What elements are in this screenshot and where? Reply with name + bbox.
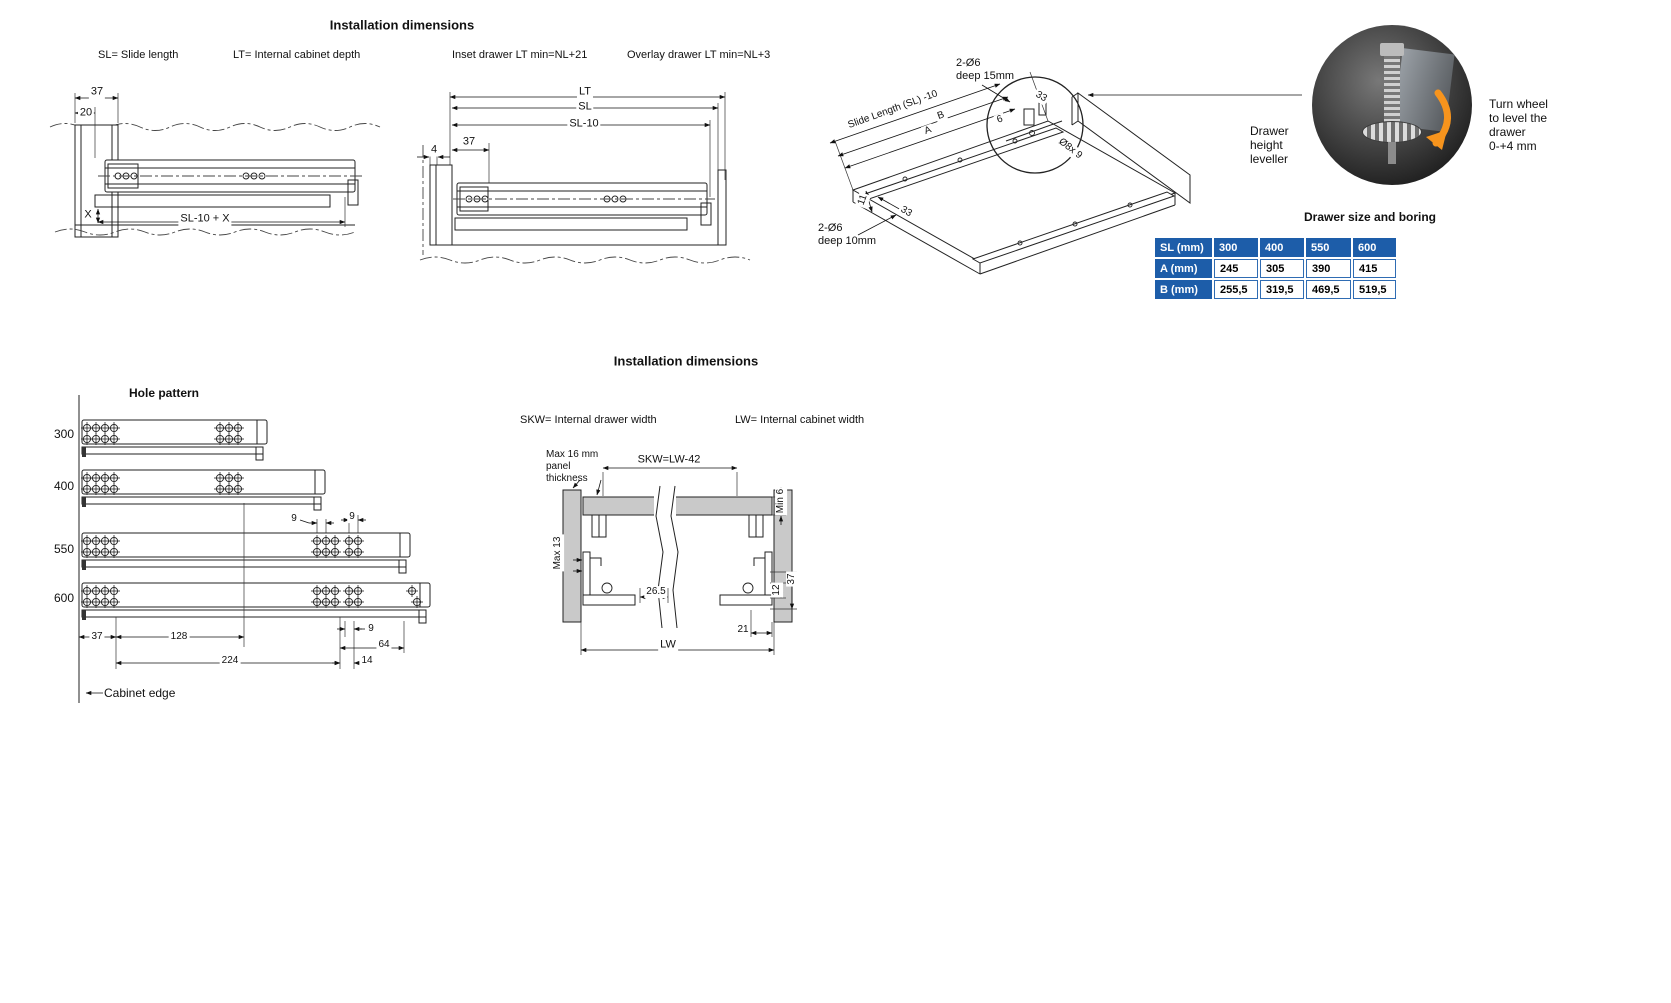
table-cell: 600 — [1353, 238, 1396, 257]
cross-section-drawing — [562, 465, 797, 655]
legend-slide-length: SL= Slide length — [98, 49, 179, 61]
hp-dim-128-label: 128 — [168, 631, 190, 643]
table-cell: 550 — [1306, 238, 1351, 257]
table-cell: 415 — [1353, 259, 1396, 278]
bottom-title: Installation dimensions — [613, 353, 759, 369]
hp-dim-9a-label: 9 — [289, 513, 299, 525]
cabinet-edge-label: Cabinet edge — [104, 686, 176, 700]
hp-dim-14-label: 14 — [359, 655, 375, 667]
leveller-photo — [1312, 25, 1472, 185]
cs-lw-label: LW — [658, 638, 678, 652]
overlay-drawer-drawing — [49, 93, 381, 238]
screw-head — [1380, 43, 1404, 56]
table-row-label: SL (mm) — [1155, 238, 1212, 257]
dim-4-label: 4 — [428, 143, 440, 157]
orange-turn-arrow-icon — [1426, 89, 1451, 150]
leveller-caption: Drawer height leveller — [1250, 124, 1289, 167]
legend-skw: SKW= Internal drawer width — [520, 414, 657, 426]
dim-37-label: 37 — [88, 85, 106, 99]
hp-dim-64-label: 64 — [376, 639, 392, 651]
table-cell: 469,5 — [1306, 280, 1351, 299]
iso-drawer-drawing — [829, 71, 1302, 275]
leveller-screw — [1384, 53, 1400, 129]
hole-row-label-550: 550 — [53, 541, 75, 556]
hole-pattern-title: Hole pattern — [128, 385, 200, 400]
dim-x-label: X — [82, 208, 94, 222]
dim-lt-label: LT — [576, 85, 594, 99]
table-row-label: A (mm) — [1155, 259, 1212, 278]
table-cell: 245 — [1214, 259, 1258, 278]
cs-12-label: 12 — [771, 582, 783, 598]
hp-dim-9c-label: 9 — [366, 623, 376, 635]
table-cell: 400 — [1260, 238, 1304, 257]
table-title: Drawer size and boring — [1303, 209, 1437, 224]
legend-cabinet-depth: LT= Internal cabinet depth — [233, 49, 361, 61]
table-cell: 519,5 — [1353, 280, 1396, 299]
hole-row-label-400: 400 — [53, 478, 75, 493]
table-cell: 255,5 — [1214, 280, 1258, 299]
table-cell: 319,5 — [1260, 280, 1304, 299]
hole-row-label-300: 300 — [53, 426, 75, 441]
cs-37-label: 37 — [786, 571, 798, 587]
dim-sl10x-label: SL-10 + X — [178, 212, 232, 226]
table-cell: 300 — [1214, 238, 1258, 257]
iso-hole-bottom-note: 2-Ø6 deep 10mm — [818, 222, 877, 247]
iso-hole-top-note: 2-Ø6 deep 15mm — [956, 57, 1015, 82]
dim-sl-label: SL — [576, 100, 594, 114]
hp-dim-224-label: 224 — [219, 655, 241, 667]
hole-row-label-600: 600 — [53, 590, 75, 605]
dim-37-inset-label: 37 — [460, 135, 478, 149]
legend-lw: LW= Internal cabinet width — [735, 414, 865, 426]
table-row-label: B (mm) — [1155, 280, 1212, 299]
hp-dim-37-label: 37 — [89, 631, 105, 643]
legend-inset-drawer: Inset drawer LT min=NL+21 — [452, 49, 588, 61]
hole-pattern-drawing — [78, 395, 431, 703]
cs-265-label: 26.5 — [644, 586, 668, 598]
leveller-note: Turn wheel to level the drawer 0-+4 mm — [1489, 97, 1548, 154]
legend-overlay-drawer: Overlay drawer LT min=NL+3 — [627, 49, 771, 61]
cs-min6-label: Min 6 — [775, 486, 787, 516]
top-title: Installation dimensions — [329, 17, 475, 33]
screw-tip — [1388, 142, 1396, 164]
dim-sl10-label: SL-10 — [567, 117, 601, 131]
cs-21-label: 21 — [735, 624, 751, 636]
table-cell: 390 — [1306, 259, 1351, 278]
cs-max13-label: Max 13 — [552, 534, 564, 572]
table-cell: 305 — [1260, 259, 1304, 278]
cs-panel-note: Max 16 mm panel thickness — [546, 449, 599, 484]
dim-20-label: 20 — [77, 106, 95, 120]
cs-skw-label: SKW=LW-42 — [635, 453, 703, 467]
drawer-size-table: SL (mm) 300 400 550 600 A (mm) 245 305 3… — [1155, 238, 1396, 299]
hp-dim-9b-label: 9 — [347, 511, 357, 523]
inset-drawer-drawing — [417, 92, 751, 264]
